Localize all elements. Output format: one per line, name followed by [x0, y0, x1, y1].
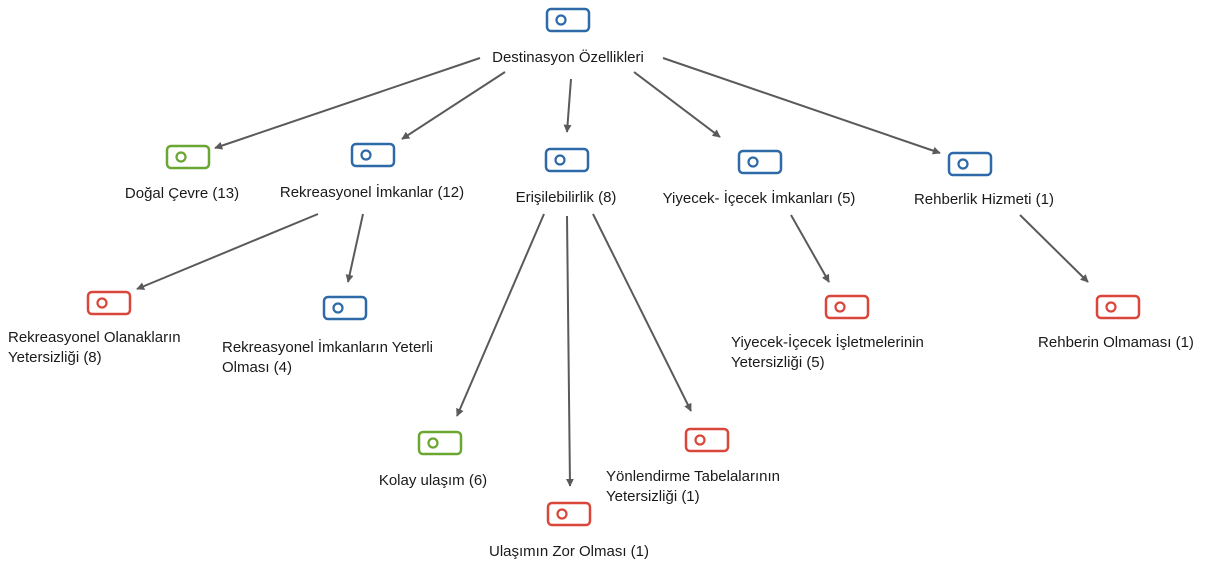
edge-rekreasyonel-to-rek-olanak	[136, 213, 319, 290]
edge-root-to-rehberlik	[662, 57, 941, 155]
node-label-line: Rehberlik Hizmeti (1)	[914, 191, 1054, 208]
edge-rehberlik-to-rehber-yok	[1019, 214, 1089, 283]
node-label: Kolay ulaşım (6)	[379, 472, 487, 489]
node-label: Rehberlik Hizmeti (1)	[914, 191, 1054, 208]
node-label: Erişilebilirlik (8)	[516, 189, 617, 206]
edge-root-to-rekreasyonel	[401, 71, 506, 140]
code-tag-icon	[947, 151, 993, 177]
node-label: Rehberin Olmaması (1)	[1038, 334, 1194, 351]
edge-rekreasyonel-to-rek-yeterli	[345, 213, 364, 283]
edge-erisilebilirlik-to-kolay	[456, 213, 545, 417]
edge-yiyecek-to-yiyecek-isletme	[790, 214, 830, 283]
node-label: Destinasyon Özellikleri	[492, 48, 644, 66]
node-label-line: Rekreasyonel İmkanların Yeterli	[222, 338, 433, 356]
node-label-line: Yiyecek-İçecek İşletmelerinin	[731, 333, 924, 351]
edge-erisilebilirlik-to-yonlendirme	[592, 213, 692, 412]
code-tag-icon	[684, 427, 730, 453]
code-tag-icon	[86, 290, 132, 316]
edge-root-to-yiyecek	[633, 71, 721, 138]
code-tag-icon	[165, 144, 211, 170]
code-tag-icon	[545, 7, 591, 33]
edge-root-to-dogal	[214, 57, 481, 150]
edge-erisilebilirlik-to-zor	[565, 215, 574, 487]
node-label-line: Yönlendirme Tabelalarının	[606, 468, 780, 485]
node-root[interactable]: Destinasyon Özellikleri	[492, 7, 644, 66]
node-label-line: Yetersizliği (5)	[731, 354, 825, 371]
node-label-line: Rekreasyonel İmkanlar (12)	[280, 183, 464, 201]
node-label-line: Rekreasyonel Olanakların	[8, 329, 181, 346]
code-tag-icon	[737, 149, 783, 175]
code-tag-icon	[417, 430, 463, 456]
node-dogal[interactable]: Doğal Çevre (13)	[125, 144, 239, 202]
node-yiyecek[interactable]: Yiyecek- İçecek İmkanları (5)	[663, 149, 856, 207]
node-zor[interactable]: Ulaşımın Zor Olması (1)	[489, 501, 649, 560]
node-rehber-yok[interactable]: Rehberin Olmaması (1)	[1038, 294, 1194, 351]
edge-root-to-erisilebilirlik	[563, 78, 572, 133]
code-tag-icon	[546, 501, 592, 527]
node-label-line: Kolay ulaşım (6)	[379, 472, 487, 489]
node-label-line: Rehberin Olmaması (1)	[1038, 334, 1194, 351]
node-label: Rekreasyonel İmkanlar (12)	[280, 183, 464, 201]
node-label-line: Olması (4)	[222, 359, 292, 376]
node-label: Doğal Çevre (13)	[125, 185, 239, 202]
node-label-line: Destinasyon Özellikleri	[492, 48, 644, 66]
code-tag-icon	[350, 142, 396, 168]
node-label: Yiyecek- İçecek İmkanları (5)	[663, 189, 856, 207]
node-erisilebilirlik[interactable]: Erişilebilirlik (8)	[516, 147, 617, 206]
node-rekreasyonel[interactable]: Rekreasyonel İmkanlar (12)	[280, 142, 464, 201]
node-label-line: Yetersizliği (1)	[606, 488, 700, 505]
node-label: Ulaşımın Zor Olması (1)	[489, 543, 649, 560]
code-tag-icon	[544, 147, 590, 173]
code-tag-icon	[1095, 294, 1141, 320]
node-label-line: Yiyecek- İçecek İmkanları (5)	[663, 189, 856, 207]
node-label-line: Ulaşımın Zor Olması (1)	[489, 543, 649, 560]
node-label-line: Erişilebilirlik (8)	[516, 189, 617, 206]
node-label-line: Yetersizliği (8)	[8, 349, 102, 366]
code-tag-icon	[824, 294, 870, 320]
node-kolay[interactable]: Kolay ulaşım (6)	[379, 430, 487, 489]
code-tag-icon	[322, 295, 368, 321]
node-label-line: Doğal Çevre (13)	[125, 185, 239, 202]
node-rehberlik[interactable]: Rehberlik Hizmeti (1)	[914, 151, 1054, 208]
